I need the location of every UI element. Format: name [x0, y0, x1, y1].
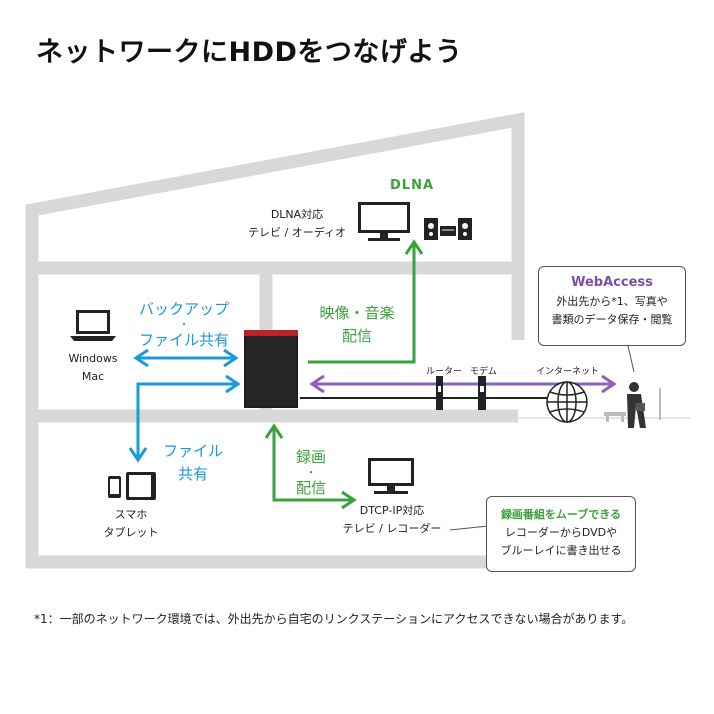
record-move-callout: 録画番組をムーブできる レコーダーからDVDや ブルーレイに書き出せる	[486, 496, 636, 572]
backup-label-line-1: バックアップ	[138, 300, 229, 318]
record-move-title: 録画番組をムーブできる	[500, 508, 622, 521]
dlna-label: DLNA	[390, 178, 435, 193]
video-music-label-line-2: 配信	[341, 327, 372, 345]
dtcp-label-line-1: DTCP-IP対応	[359, 504, 425, 517]
footnote: *1：一部のネットワーク環境では、外出先から自宅のリンクステーションにアクセスで…	[34, 612, 634, 626]
record-pointer	[449, 525, 489, 531]
router-label: ルーター	[426, 367, 463, 377]
webaccess-pointer	[627, 345, 635, 373]
dtcp-label-line-2: テレビ / レコーダー	[342, 522, 442, 535]
recording-label-line-2: 配信	[295, 479, 326, 497]
internet-label: インターネット	[536, 367, 600, 377]
record-move-body-line-2: ブルーレイに書き出せる	[500, 544, 622, 557]
recording-label-line-1: 録画	[295, 448, 326, 466]
nas-device-icon	[244, 330, 298, 408]
dlna-device-line-1: DLNA対応	[270, 208, 324, 221]
backup-arrow	[133, 348, 239, 368]
dlna-tv-icon	[358, 202, 410, 241]
file-share-label-line-2: 共有	[177, 465, 208, 483]
webaccess-title: WebAccess	[571, 275, 653, 290]
pc-label-line-1: Windows	[68, 352, 118, 365]
dlna-device-line-2: テレビ / オーディオ	[248, 226, 346, 239]
webaccess-callout: WebAccess 外出先から*1、写真や 書類のデータ保存・閲覧	[538, 266, 686, 346]
backup-label: バックアップ ・ ファイル共有	[134, 298, 234, 352]
pc-label: Windows Mac	[60, 350, 126, 386]
page-title: ネットワークにHDDをつなげよう	[36, 37, 463, 68]
globe-icon	[546, 381, 588, 423]
file-share-label: ファイル 共有	[158, 440, 228, 486]
house-outline	[25, 112, 540, 569]
bench-icon	[604, 412, 626, 422]
pc-label-line-2: Mac	[81, 370, 105, 383]
video-music-label-line-1: 映像・音楽	[319, 304, 395, 322]
router-icon	[436, 376, 443, 410]
smartphone-label-line-1: スマホ	[114, 508, 148, 521]
smartphone-icon	[108, 476, 121, 498]
modem-label: モデム	[470, 367, 497, 377]
backup-label-dot: ・	[178, 318, 190, 331]
modem-icon	[478, 376, 486, 410]
video-music-label: 映像・音楽 配信	[312, 302, 402, 348]
backup-label-line-2: ファイル共有	[138, 331, 229, 349]
tablet-icon	[126, 472, 156, 500]
person-icon	[627, 382, 646, 428]
recording-label: 録画 ・ 配信	[286, 446, 336, 500]
recording-label-dot: ・	[305, 466, 317, 479]
dtcp-device-label: DTCP-IP対応 テレビ / レコーダー	[332, 502, 452, 538]
laptop-icon	[70, 310, 116, 341]
dlna-arrow	[308, 239, 424, 364]
smartphone-label: スマホ タブレット	[98, 506, 164, 542]
webaccess-body-line-1: 外出先から*1、写真や	[556, 295, 668, 308]
dtcp-tv-icon	[368, 458, 414, 494]
recording-arrow	[264, 423, 357, 510]
record-move-body-line-1: レコーダーからDVDや	[504, 526, 618, 539]
smartphone-label-line-2: タブレット	[103, 526, 159, 539]
file-share-arrow	[128, 374, 241, 463]
webaccess-body-line-2: 書類のデータ保存・閲覧	[551, 313, 673, 326]
audio-system-icon	[424, 218, 472, 240]
file-share-label-line-1: ファイル	[162, 442, 223, 460]
dlna-device-label: DLNA対応 テレビ / オーディオ	[242, 206, 352, 242]
